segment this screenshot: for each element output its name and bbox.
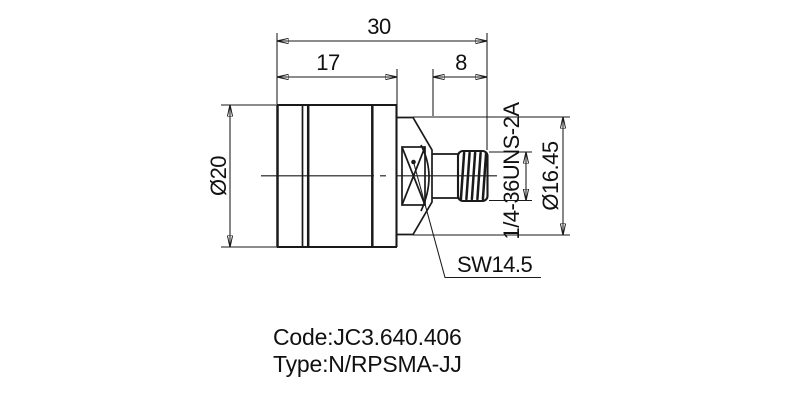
interface-length-label: 8	[455, 50, 467, 75]
part-type-note: Type:N/RPSMA-JJ	[273, 351, 462, 377]
wrench-size-label: SW14.5	[457, 252, 533, 277]
thread-spec-dimension: 1/4-36UNS-2A	[489, 102, 532, 240]
hex-nut	[396, 116, 433, 236]
hex-diameter-dimension: Ø16.45	[413, 116, 570, 236]
overall-length-label: 30	[367, 14, 391, 39]
body-length-dimension: 17	[277, 50, 398, 116]
overall-length-dimension: 30	[276, 14, 488, 150]
wrench-size-callout: SW14.5	[411, 159, 541, 279]
body-diameter-dimension: Ø20	[206, 104, 277, 248]
hex-diameter-label: Ø16.45	[538, 141, 563, 210]
body-length-label: 17	[316, 50, 340, 75]
interface-length-dimension: 8	[432, 50, 487, 116]
thread-spec-label: 1/4-36UNS-2A	[499, 102, 524, 240]
part-code-note: Code:JC3.640.406	[273, 324, 462, 350]
part-notes: Code:JC3.640.406 Type:N/RPSMA-JJ	[273, 324, 462, 377]
body-diameter-label: Ø20	[206, 156, 231, 196]
connector-body	[276, 103, 398, 249]
coupling-thread	[432, 149, 489, 203]
